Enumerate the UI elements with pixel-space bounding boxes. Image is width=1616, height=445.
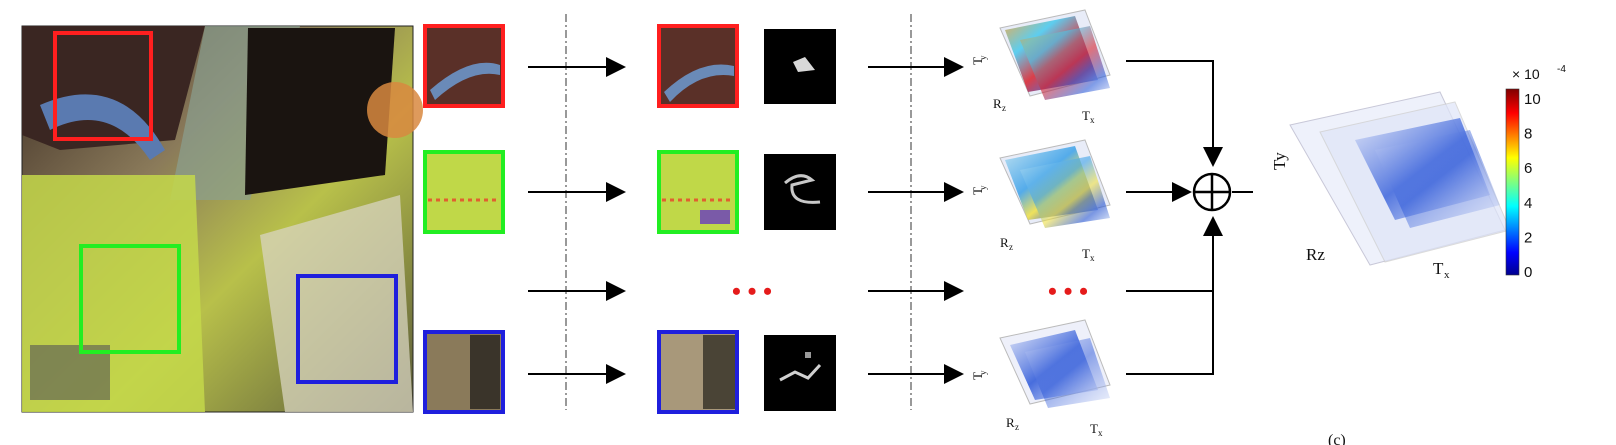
processed-green: [657, 150, 739, 234]
scene-blue-box: [296, 274, 398, 384]
ellipsis-volumes: • • •: [1048, 277, 1088, 306]
scene-image: [21, 25, 423, 413]
ellipsis-middle: • • •: [732, 277, 772, 306]
scene-red-box: [53, 31, 153, 141]
patch-red: [423, 24, 505, 108]
volume-row2: T y R z T x: [970, 139, 1111, 263]
svg-text:z: z: [1002, 103, 1006, 113]
colorbar-exponent-prefix: × 10: [1512, 66, 1540, 82]
colorbar-tick-label: 4: [1524, 195, 1532, 212]
aggregated-volume: Ty Rz T x: [1270, 91, 1511, 281]
svg-text:R: R: [1000, 235, 1009, 250]
colorbar-tick-label: 2: [1524, 229, 1532, 246]
volume-row1: T y R z T x: [970, 9, 1111, 125]
svg-text:T: T: [970, 372, 985, 380]
colorbar-tick-label: 6: [1524, 160, 1532, 177]
big-axis-ty: Ty: [1270, 152, 1289, 170]
svg-text:y: y: [978, 55, 988, 60]
svg-text:y: y: [978, 185, 988, 190]
svg-text:R: R: [1006, 415, 1015, 430]
kernel-map-green: [764, 154, 836, 230]
patch-green: [423, 150, 505, 234]
kernel-map-red: [764, 29, 836, 104]
svg-text:T: T: [1433, 259, 1444, 278]
processed-red: [657, 24, 739, 108]
big-axis-rz: Rz: [1306, 245, 1325, 264]
sum-operator: [1192, 172, 1232, 212]
svg-text:T: T: [1082, 246, 1090, 261]
colorbar-exponent: -4: [1557, 64, 1566, 75]
colorbar: × 10 -4 10 8 6 4 2 0: [1505, 64, 1566, 281]
colorbar-tick-label: 8: [1524, 126, 1532, 143]
svg-text:y: y: [978, 370, 988, 375]
scene-green-box: [79, 244, 181, 354]
volume-row4: T y R z T x: [970, 319, 1111, 438]
panel-label: (c): [1328, 432, 1346, 445]
processed-blue: [657, 330, 739, 414]
patch-blue: [423, 330, 505, 414]
svg-text:T: T: [1090, 421, 1098, 436]
kernel-map-blue: [764, 335, 836, 411]
svg-text:R: R: [993, 96, 1002, 111]
svg-text:T: T: [1082, 108, 1090, 123]
sum-connectors: [1126, 60, 1253, 375]
svg-text:z: z: [1009, 242, 1013, 252]
svg-text:x: x: [1444, 269, 1450, 281]
svg-text:x: x: [1090, 253, 1095, 263]
svg-text:T: T: [970, 187, 985, 195]
colorbar-tick-label: 0: [1524, 264, 1532, 281]
svg-text:z: z: [1015, 422, 1019, 432]
svg-text:x: x: [1090, 115, 1095, 125]
svg-text:x: x: [1098, 428, 1103, 438]
svg-text:T: T: [970, 57, 985, 65]
colorbar-tick-label: 10: [1524, 91, 1541, 108]
